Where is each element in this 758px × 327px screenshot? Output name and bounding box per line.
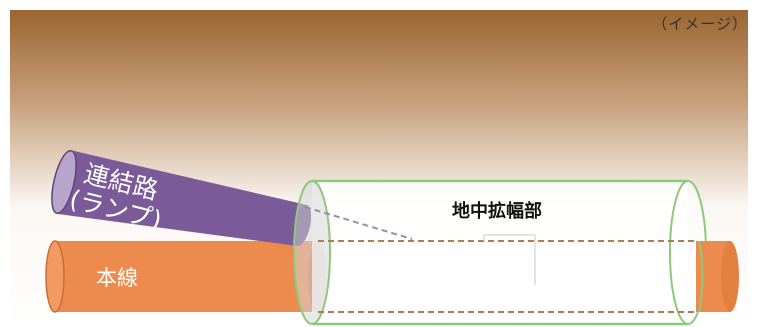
main-line-pipe bbox=[45, 240, 326, 313]
image-note: （イメージ） bbox=[652, 15, 748, 33]
enlarged-section-cylinder bbox=[293, 179, 707, 326]
guide-lines bbox=[483, 234, 536, 285]
main-line-pipe-right bbox=[696, 240, 739, 313]
main-line-label: 本線 bbox=[96, 266, 138, 290]
enlarged-section-label: 地中拡幅部 bbox=[452, 201, 542, 222]
hidden-lines bbox=[304, 206, 696, 313]
